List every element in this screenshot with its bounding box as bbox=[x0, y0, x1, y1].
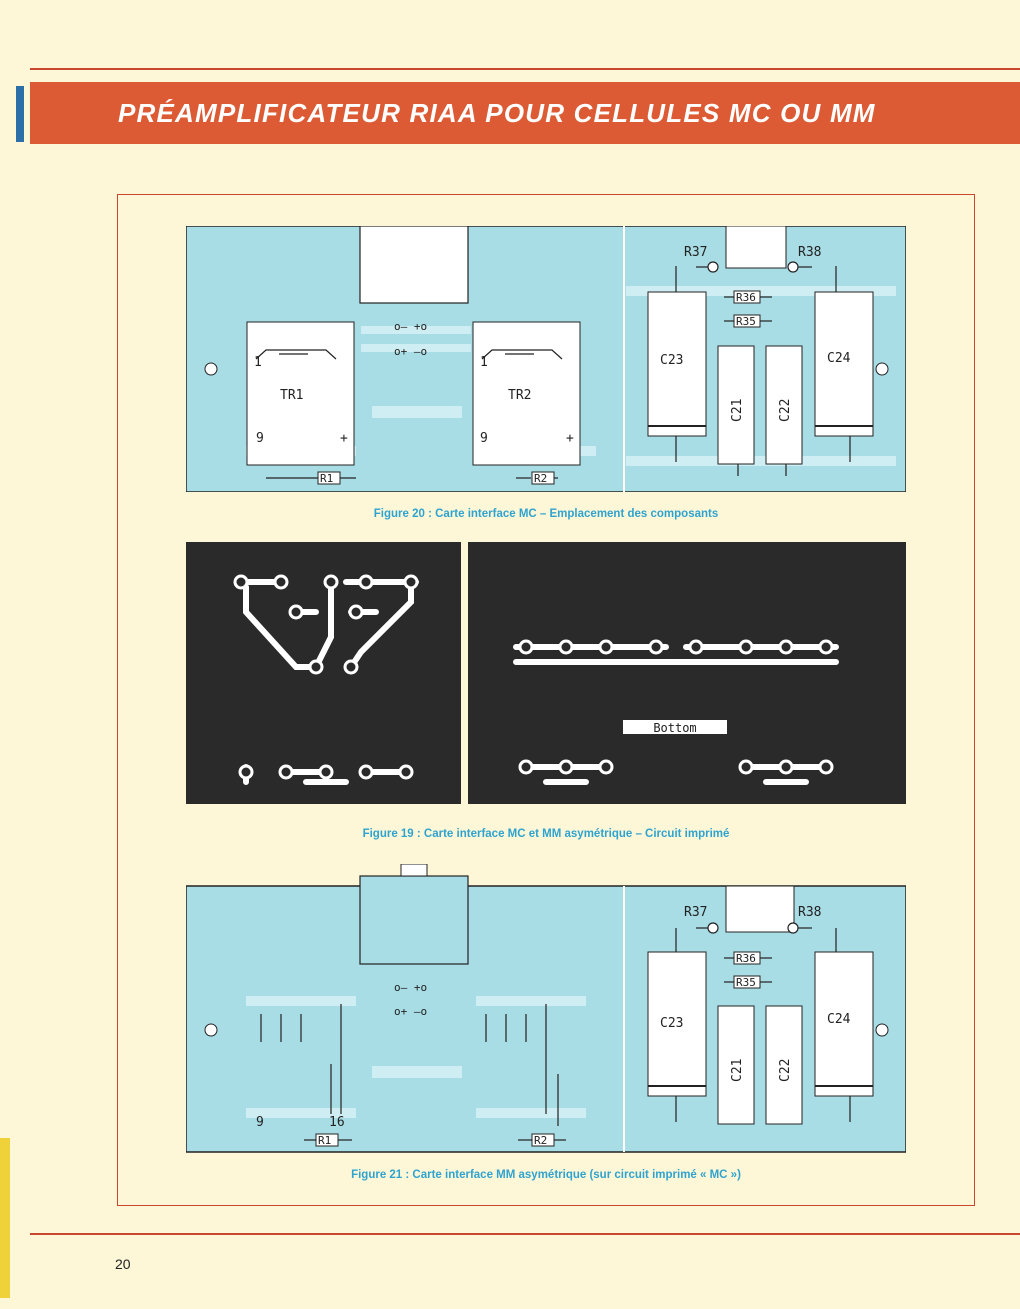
pm-label-b: o+ –o bbox=[394, 345, 427, 358]
c21-label: C21 bbox=[730, 399, 745, 422]
r37-label: R37 bbox=[684, 245, 707, 260]
figure-21-layout: 9 16 R1 R2 o– +o o+ –o R37 R38 R36 R35 C… bbox=[186, 864, 906, 1153]
pm-label-c: o– +o bbox=[394, 981, 427, 994]
r36-label-c: R36 bbox=[736, 952, 756, 965]
plus-label-b: + bbox=[566, 431, 574, 446]
r37-label-c: R37 bbox=[684, 905, 707, 920]
r35-label-c: R35 bbox=[736, 976, 756, 989]
c24-label-c: C24 bbox=[827, 1012, 851, 1027]
figures-frame bbox=[117, 194, 975, 1206]
r1-label: R1 bbox=[320, 472, 333, 485]
left-yellow-bar bbox=[0, 1138, 10, 1298]
c22-label: C22 bbox=[778, 399, 793, 422]
pin1-label-a: 1 bbox=[254, 355, 262, 370]
pin9-label-c: 9 bbox=[256, 1115, 264, 1130]
r36-label: R36 bbox=[736, 291, 756, 304]
c24-label: C24 bbox=[827, 351, 851, 366]
r38-label-c: R38 bbox=[798, 905, 821, 920]
r1-label-c: R1 bbox=[318, 1134, 331, 1147]
tr1-label: TR1 bbox=[280, 388, 303, 403]
pin9-label-a: 9 bbox=[256, 431, 264, 446]
bottom-label: Bottom bbox=[653, 721, 696, 735]
top-rule bbox=[30, 68, 1020, 70]
pin1-label-b: 1 bbox=[480, 355, 488, 370]
pin16-label: 16 bbox=[329, 1115, 345, 1130]
plus-label-a: + bbox=[340, 431, 348, 446]
header-banner: PRÉAMPLIFICATEUR RIAA POUR CELLULES MC O… bbox=[30, 82, 1020, 144]
c23-label: C23 bbox=[660, 353, 683, 368]
left-accent-bar bbox=[16, 86, 24, 142]
figure-20-layout: 1 1 TR1 TR2 9 9 + + R1 R2 o– +o o+ –o R3… bbox=[186, 226, 906, 492]
pm-label-a: o– +o bbox=[394, 320, 427, 333]
figure-19-pcb: Bottom bbox=[186, 542, 906, 804]
bottom-rule bbox=[30, 1233, 1020, 1235]
c21-label-c: C21 bbox=[730, 1059, 745, 1082]
c22-label-c: C22 bbox=[778, 1059, 793, 1082]
figure-20-caption: Figure 20 : Carte interface MC – Emplace… bbox=[373, 508, 719, 520]
pin9-label-b: 9 bbox=[480, 431, 488, 446]
c23-label-c: C23 bbox=[660, 1016, 683, 1031]
figure-19-caption: Figure 19 : Carte interface MC et MM asy… bbox=[362, 828, 730, 840]
page-number: 20 bbox=[115, 1256, 131, 1272]
tr2-label: TR2 bbox=[508, 388, 531, 403]
r2-label-c: R2 bbox=[534, 1134, 547, 1147]
pm-label-d: o+ –o bbox=[394, 1005, 427, 1018]
r38-label: R38 bbox=[798, 245, 821, 260]
r2-label: R2 bbox=[534, 472, 547, 485]
figure-21-caption: Figure 21 : Carte interface MM asymétriq… bbox=[351, 1169, 741, 1181]
r35-label: R35 bbox=[736, 315, 756, 328]
page-title: PRÉAMPLIFICATEUR RIAA POUR CELLULES MC O… bbox=[118, 98, 876, 128]
